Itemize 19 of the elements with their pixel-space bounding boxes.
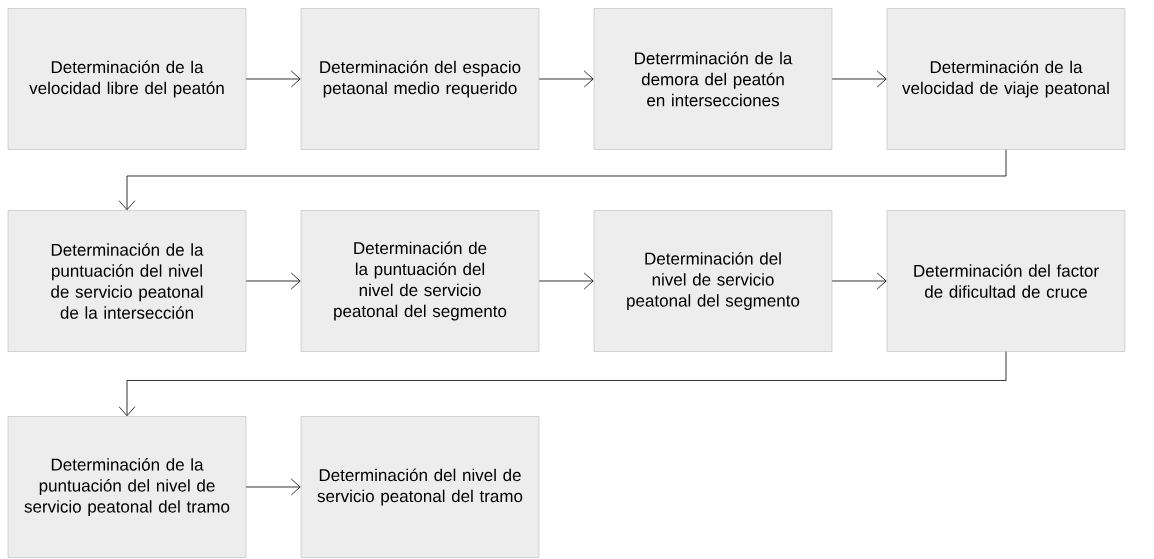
process-box: Determinación del factor de dificultad de cruce: [886, 210, 1126, 352]
arrow: [831, 272, 887, 290]
process-box: Determinación de la velocidad libre del peatón: [7, 8, 247, 150]
process-box: Determinación de la puntuación del nivel de servicio peatonal del tramo: [7, 416, 247, 558]
process-box: Determinación del nivel de servicio peatonal del tramo: [300, 416, 540, 558]
arrow: [245, 478, 301, 496]
process-box: Determinación de la velocidad de viaje peatonal: [886, 8, 1126, 150]
arrow: [538, 272, 594, 290]
process-box: Determinación del espacio petaonal medio requerido: [300, 8, 540, 150]
arrow: [831, 70, 887, 88]
process-box: Deterrminación de la demora del peatón en intersecciones: [593, 8, 833, 150]
arrow: [538, 70, 594, 88]
arrow: [245, 70, 301, 88]
process-box: Determinación de la puntuación del nivel de servicio peatonal de la intersección: [7, 210, 247, 352]
process-box: Determinación del nivel de servicio peatonal del segmento: [593, 210, 833, 352]
arrow: [118, 351, 1007, 417]
process-box: Determinación de la puntuación del nivel de servicio peatonal del segmento: [300, 210, 540, 352]
arrow: [245, 272, 301, 290]
arrow: [118, 149, 1007, 211]
